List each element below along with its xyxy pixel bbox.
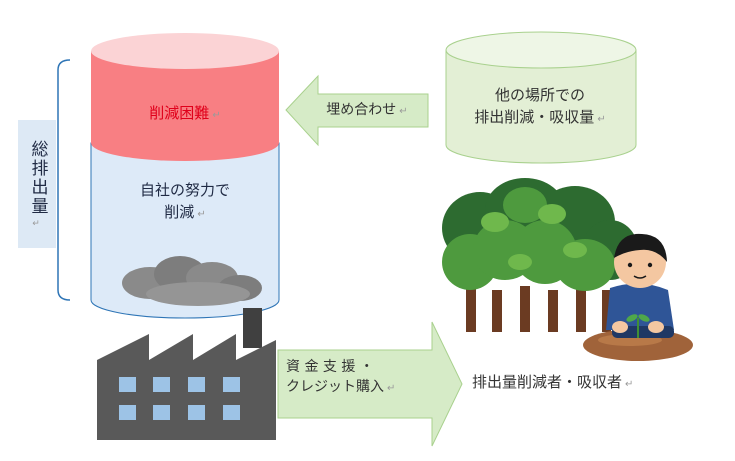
label-offset: 埋め合わせ↵ xyxy=(326,102,408,118)
seedling-icon xyxy=(626,314,650,338)
paragraph-mark: ↵ xyxy=(212,110,221,121)
person-planting-icon xyxy=(583,233,693,361)
label-funding: 資 金 支 援 ・ クレジット購入↵ xyxy=(286,359,396,396)
paragraph-mark: ↵ xyxy=(597,113,606,125)
label-own-effort: 自社の努力で 削減↵ xyxy=(139,181,230,221)
total-bracket xyxy=(57,59,71,301)
funding-arrow xyxy=(277,321,463,447)
smoke-icon xyxy=(122,256,262,306)
hard-to-reduce-zone xyxy=(91,51,279,161)
paragraph-mark: ↵ xyxy=(387,383,396,395)
factory-icon xyxy=(97,308,276,440)
other-places-cylinder xyxy=(445,31,637,164)
paragraph-mark: ↵ xyxy=(197,208,206,220)
cylinder-top xyxy=(91,33,279,69)
forest-icon xyxy=(442,178,638,332)
label-hard-to-reduce: 削減困難↵ xyxy=(149,104,221,122)
label-other-places: 他の場所での 排出削減・吸収量↵ xyxy=(474,86,606,126)
label-total-emissions: 総排出量↵ xyxy=(18,120,56,248)
label-reducer: 排出量削減者・吸収者↵ xyxy=(472,373,634,391)
paragraph-mark: ↵ xyxy=(625,379,634,390)
paragraph-mark: ↵ xyxy=(399,106,408,117)
paragraph-mark: ↵ xyxy=(32,218,42,229)
offset-arrow xyxy=(285,74,429,147)
